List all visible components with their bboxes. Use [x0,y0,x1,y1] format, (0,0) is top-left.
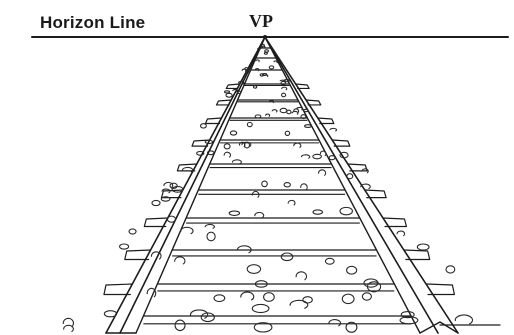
stone [325,258,334,264]
stone [282,93,286,97]
stone [175,320,185,330]
stone [207,232,215,241]
stone [152,200,160,205]
stone [292,112,298,115]
stone [172,186,183,192]
stone [290,300,308,308]
horizon-line-label: Horizon Line [40,13,145,32]
vanishing-point-label: VP [249,11,273,31]
stone [347,266,357,274]
stone [301,184,308,190]
tie-ends [104,84,454,295]
stone [282,87,287,90]
ballast-stones [63,44,472,332]
right-rail [265,37,500,333]
stone [330,128,337,131]
stone [281,81,286,84]
stone [313,210,322,214]
stone [129,229,136,234]
stone [280,108,287,112]
stone [288,200,295,205]
stone [313,154,322,159]
stone [262,181,268,187]
stone [281,253,293,261]
stone [147,288,156,297]
stone [305,125,312,128]
stone [274,61,277,63]
stone [120,244,129,249]
stone [224,152,230,157]
stone [340,207,352,214]
stone [164,182,173,187]
stone [224,144,230,149]
stone [269,66,273,69]
stone [190,310,207,318]
stone [256,60,259,62]
stone [397,231,405,236]
right-rail-top-edge [265,37,438,333]
stone [264,293,275,302]
stone [347,174,353,179]
stone [225,91,230,93]
stone [237,246,251,253]
stone [181,227,193,234]
stone [241,292,254,300]
stone [284,183,290,187]
stone [329,320,341,326]
stone [296,272,306,280]
stone [285,131,289,135]
stone [301,155,309,158]
stone [446,266,455,273]
stone [266,114,270,116]
stone [252,304,269,312]
stone [201,124,207,128]
stone [272,110,277,112]
stone [229,211,239,215]
left-rail-inner-edge [136,37,265,333]
stone [364,279,378,287]
stone [319,170,326,176]
stone [255,212,264,218]
stone [253,86,256,88]
stone [303,297,312,303]
stone [226,93,232,97]
stone [262,46,265,48]
stone [247,122,252,126]
stone [455,315,472,324]
stone [205,224,214,228]
stone [167,216,175,222]
stone [230,131,236,135]
stone [342,294,354,303]
stone [255,115,261,118]
stone [264,52,267,54]
stone [214,295,225,302]
stone [362,293,371,300]
stone [232,160,241,164]
stone [104,311,116,317]
stone [329,156,335,160]
stone [247,265,260,274]
stone [294,143,301,147]
stone [175,257,185,264]
stone [417,244,429,250]
